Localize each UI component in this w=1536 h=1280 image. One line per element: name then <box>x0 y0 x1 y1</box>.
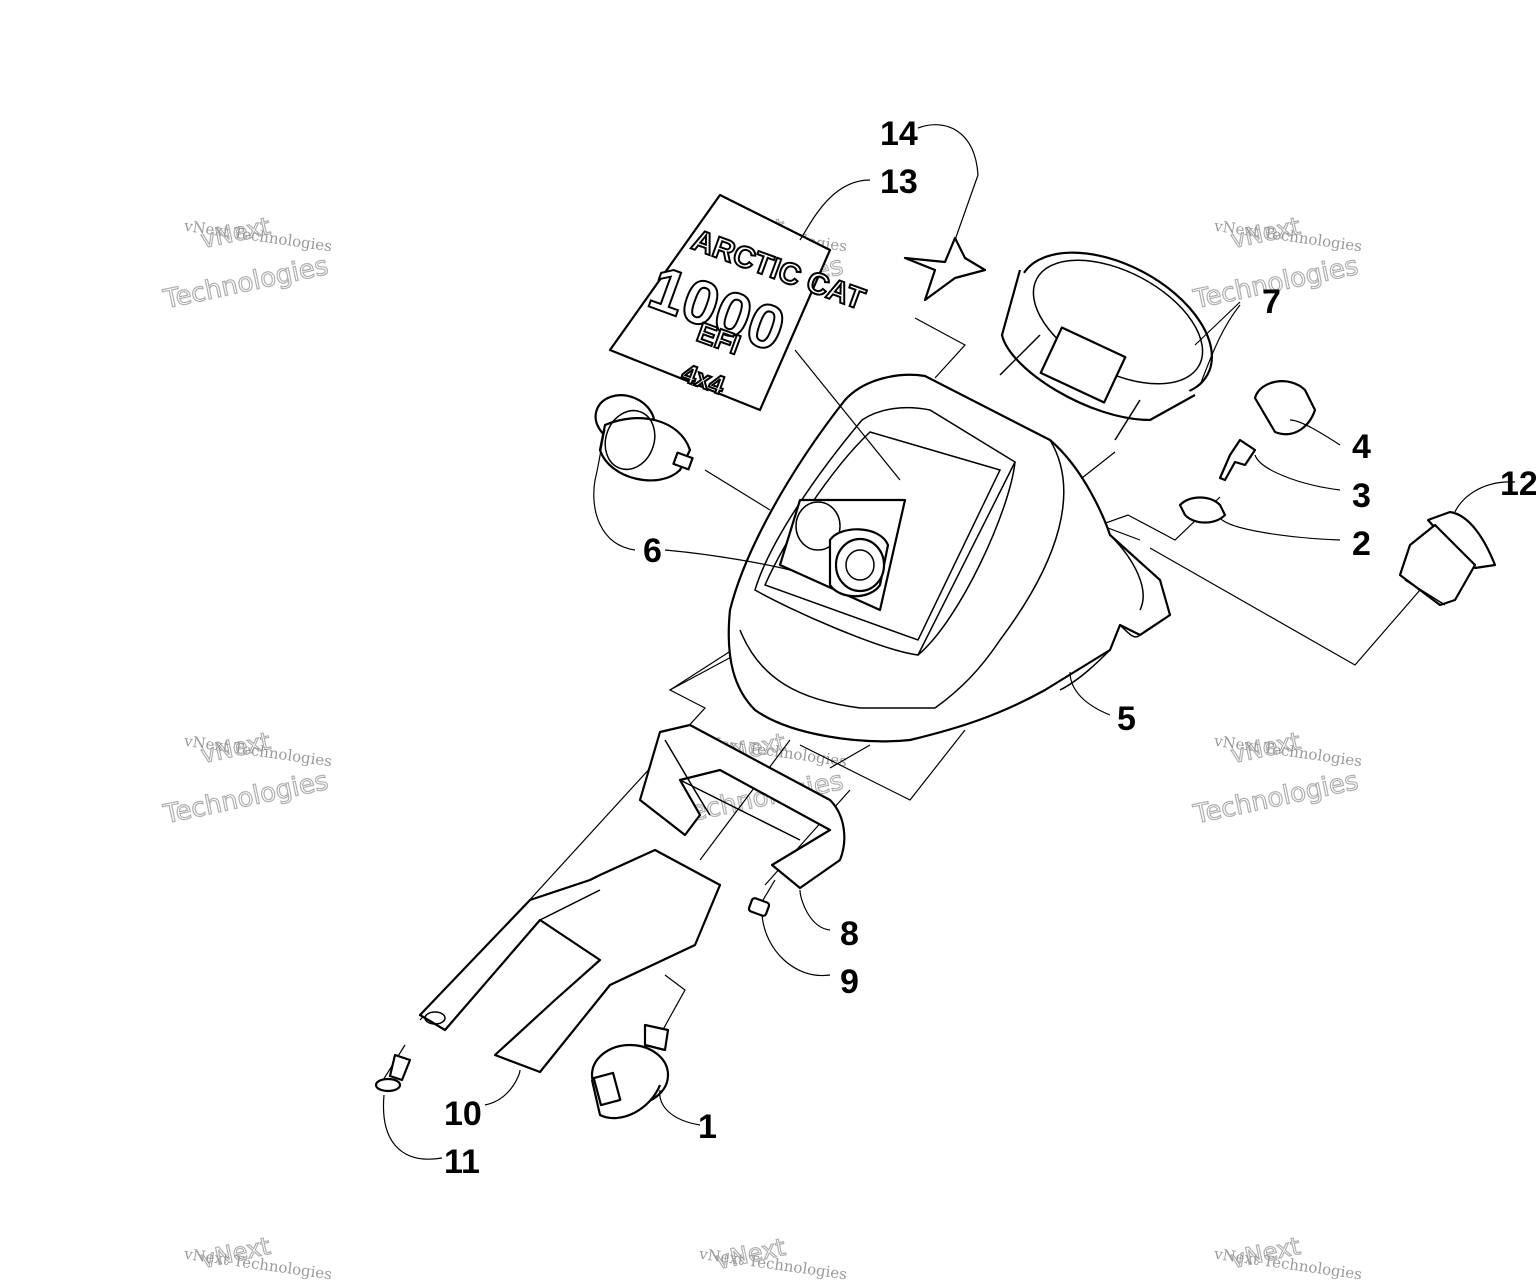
decal-plate: ARCTIC CAT 1000 EFI 4x4 <box>608 193 870 412</box>
callout-3: 3 <box>1352 477 1371 515</box>
svg-text:Technologies: Technologies <box>1190 766 1361 830</box>
callout-labels: 1 2 3 4 5 6 7 8 9 10 11 12 13 14 <box>444 115 1536 1181</box>
watermark-mid-left: vNext vNext Technologies Technologies <box>160 726 333 831</box>
speedometer-gauge <box>999 251 1241 441</box>
cat-emblem <box>903 236 987 302</box>
watermark-mid-right: vNext vNext Technologies Technologies <box>1190 726 1363 831</box>
switch-nut <box>1178 496 1227 524</box>
callout-2: 2 <box>1352 525 1371 563</box>
leader-lines <box>382 124 1516 1160</box>
watermark-top-left: vNext vNext Technologies Technologies <box>160 211 333 316</box>
callout-10: 10 <box>444 1095 482 1133</box>
key-switch-cap <box>1253 380 1317 436</box>
watermark-bottom-center: vNext vNext Technologies <box>697 1232 848 1280</box>
callout-13: 13 <box>880 163 918 201</box>
svg-text:Technologies: Technologies <box>160 766 331 830</box>
callout-4: 4 <box>1352 428 1371 466</box>
console-housing <box>727 349 1172 743</box>
svg-text:Technologies: Technologies <box>160 251 331 315</box>
callout-6: 6 <box>643 532 662 570</box>
callout-7: 7 <box>1262 283 1281 321</box>
callout-9: 9 <box>840 963 859 1001</box>
lower-bezel <box>638 723 846 890</box>
watermark-bottom-right: vNext vNext Technologies <box>1212 1231 1363 1280</box>
callout-1: 1 <box>698 1108 717 1146</box>
grommet <box>747 897 771 917</box>
callout-11: 11 <box>444 1143 480 1181</box>
callout-12: 12 <box>1500 465 1536 503</box>
callout-5: 5 <box>1117 700 1136 738</box>
ignition-key <box>1218 438 1257 482</box>
ignition-switch <box>590 1023 670 1120</box>
callout-8: 8 <box>840 915 859 953</box>
mounting-bracket <box>418 848 722 1074</box>
watermark-bottom-left: vNext vNext Technologies <box>182 1231 333 1280</box>
push-rivet <box>374 1053 412 1093</box>
rocker-switch <box>1398 510 1497 607</box>
power-outlet <box>594 394 694 482</box>
callout-14: 14 <box>880 115 918 153</box>
